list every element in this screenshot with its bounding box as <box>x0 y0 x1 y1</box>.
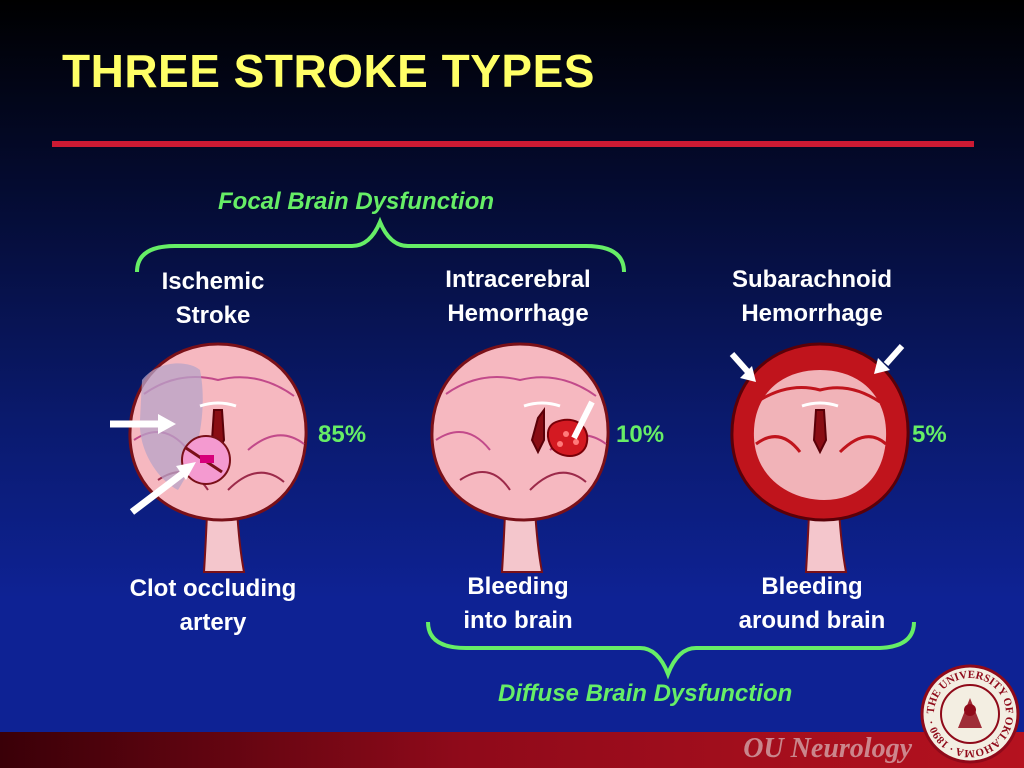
subarachnoid-hemorrhage-label: Subarachnoid Hemorrhage <box>731 266 893 327</box>
intracerebral-hemorrhage-label: Intracerebral Hemorrhage <box>445 266 591 327</box>
title-divider <box>52 141 974 147</box>
intracerebral-description: Bleeding into brain <box>463 573 573 634</box>
focal-dysfunction-label: Focal Brain Dysfunction <box>218 188 495 215</box>
ischemic-stroke-label: Ischemic Stroke <box>161 268 265 329</box>
ischemic-description: Clot occluding artery <box>129 575 297 636</box>
ischemic-percent: 85% <box>318 421 367 448</box>
intracerebral-percent: 10% <box>616 421 665 448</box>
subarachnoid-brain-illustration <box>730 342 910 573</box>
university-seal-icon: THE UNIVERSITY OF OKLAHOMA · 1890 · <box>920 664 1020 764</box>
slide-title: THREE STROKE TYPES <box>62 45 595 97</box>
footer-brand-text: OU Neurology <box>743 733 912 764</box>
diffuse-dysfunction-label: Diffuse Brain Dysfunction <box>498 680 793 707</box>
footer-bar <box>0 732 1024 768</box>
subarachnoid-percent: 5% <box>912 421 947 448</box>
subarachnoid-description: Bleeding around brain <box>738 573 886 634</box>
